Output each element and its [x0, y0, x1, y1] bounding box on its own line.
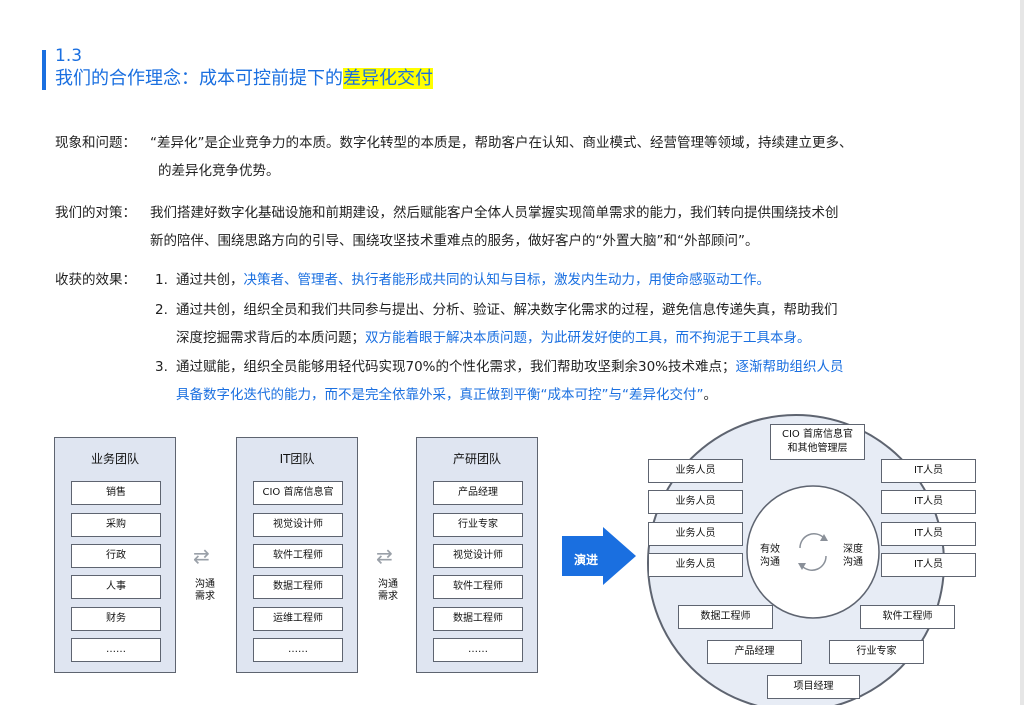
team-rnd-member: 软件工程师	[433, 575, 523, 599]
cycle-icon	[798, 533, 828, 571]
result-item3-line2-blue: 具备数字化迭代的能力，而不是完全依靠外采，真正做到平衡“成本可控”与“差异化交付…	[176, 387, 704, 403]
result-item2-line1: 通过共创，组织全员和我们共同参与提出、分析、验证、解决数字化需求的过程，避免信息…	[176, 302, 838, 318]
exchange-arrows-icon: ⇄	[376, 544, 393, 568]
team-rnd: 产研团队 产品经理 行业专家 视觉设计师 软件工程师 数据工程师 ……	[416, 437, 538, 673]
team-rnd-member: 数据工程师	[433, 607, 523, 631]
comm2-line1: 沟通	[378, 579, 398, 590]
business-staff-box: 业务人员	[648, 490, 743, 514]
team-rnd-member: 行业专家	[433, 513, 523, 537]
page-edge	[1020, 0, 1024, 705]
team-it-member: CIO 首席信息官	[253, 481, 343, 505]
section-accent-bar	[42, 50, 46, 90]
cio-box: CIO 首席信息官和其他管理层	[770, 424, 865, 460]
team-business-member: 财务	[71, 607, 161, 631]
evolve-label: 演进	[574, 553, 599, 567]
inner-left-line2: 沟通	[760, 557, 780, 568]
team-business-title: 业务团队	[90, 452, 139, 466]
result-item3-line2-end: 。	[703, 387, 717, 403]
team-it-member: 数据工程师	[253, 575, 343, 599]
comm1-line1: 沟通	[195, 579, 215, 590]
team-it-member: ……	[253, 638, 343, 662]
result-item2-line2-blue: 双方能着眼于解决本质问题，为此研发好使的工具，而不拘泥于工具本身。	[365, 330, 811, 346]
it-staff-box: IT人员	[881, 553, 976, 577]
it-staff-box: IT人员	[881, 459, 976, 483]
team-rnd-member: ……	[433, 638, 523, 662]
cio-line1: CIO 首席信息官	[782, 429, 853, 440]
team-it-member: 软件工程师	[253, 544, 343, 568]
section-number: 1.3	[55, 46, 83, 66]
industry-expert-box: 行业专家	[829, 640, 924, 664]
result-item2-line2-black: 深度挖掘需求背后的本质问题；	[176, 330, 365, 346]
project-manager-box: 项目经理	[767, 675, 860, 699]
phenomenon-label: 现象和问题：	[55, 135, 136, 151]
data-engineer-box: 数据工程师	[678, 605, 773, 629]
section-title-highlight: 差异化交付	[343, 68, 433, 89]
product-manager-box: 产品经理	[707, 640, 802, 664]
result-item2-num: 2.	[155, 302, 168, 318]
strategy-line2: 新的陪伴、围绕思路方向的引导、围绕攻坚技术重难点的服务，做好客户的“外置大脑”和…	[150, 233, 759, 249]
business-staff-box: 业务人员	[648, 553, 743, 577]
comm-label-2: 沟通需求	[378, 579, 398, 603]
business-staff-box: 业务人员	[648, 459, 743, 483]
results-label: 收获的效果：	[55, 272, 136, 288]
result-item3-line1-blue: 逐渐帮助组织人员	[735, 359, 844, 375]
team-business-member: 采购	[71, 513, 161, 537]
cio-line2: 和其他管理层	[787, 443, 848, 454]
comm2-line2: 需求	[378, 591, 398, 602]
team-it-title: IT团队	[279, 452, 315, 466]
team-business-member: ……	[71, 638, 161, 662]
result-item1-num: 1.	[155, 272, 168, 288]
section-title: 我们的合作理念：成本可控前提下的差异化交付	[55, 67, 433, 91]
team-it-member: 运维工程师	[253, 607, 343, 631]
it-staff-box: IT人员	[881, 522, 976, 546]
result-item1: 通过共创，决策者、管理者、执行者能形成共同的认知与目标，激发内生动力，用使命感驱…	[176, 266, 770, 294]
team-rnd-member: 视觉设计师	[433, 544, 523, 568]
result-item3-line1-black: 通过赋能，组织全员能够用轻代码实现70%的个性化需求，我们帮助攻坚剩余30%技术…	[176, 359, 736, 375]
result-item1-black: 通过共创，	[176, 272, 244, 288]
phenomenon-line2: 的差异化竞争优势。	[158, 163, 280, 179]
result-item1-blue: 决策者、管理者、执行者能形成共同的认知与目标，激发内生动力，用使命感驱动工作。	[243, 272, 771, 288]
inner-right-line1: 深度	[843, 544, 863, 555]
comm-label-1: 沟通需求	[195, 579, 215, 603]
result-item3-line2: 具备数字化迭代的能力，而不是完全依靠外采，真正做到平衡“成本可控”与“差异化交付…	[176, 381, 717, 409]
inner-right-label: 深度沟通	[843, 543, 863, 569]
phenomenon-line1: “差异化”是企业竞争力的本质。数字化转型的本质是，帮助客户在认知、商业模式、经营…	[150, 135, 853, 151]
inner-right-line2: 沟通	[843, 557, 863, 568]
inner-left-line1: 有效	[760, 544, 780, 555]
result-item3-line1: 通过赋能，组织全员能够用轻代码实现70%的个性化需求，我们帮助攻坚剩余30%技术…	[176, 353, 844, 381]
software-engineer-box: 软件工程师	[860, 605, 955, 629]
comm1-line2: 需求	[195, 591, 215, 602]
team-business: 业务团队 销售 采购 行政 人事 财务 ……	[54, 437, 176, 673]
result-item2-line2: 深度挖掘需求背后的本质问题；双方能着眼于解决本质问题，为此研发好使的工具，而不拘…	[176, 324, 811, 352]
team-business-member: 行政	[71, 544, 161, 568]
strategy-line1: 我们搭建好数字化基础设施和前期建设，然后赋能客户全体人员掌握实现简单需求的能力，…	[150, 205, 839, 221]
team-it: IT团队 CIO 首席信息官 视觉设计师 软件工程师 数据工程师 运维工程师 ……	[236, 437, 358, 673]
inner-left-label: 有效沟通	[760, 543, 780, 569]
team-rnd-member: 产品经理	[433, 481, 523, 505]
inner-circle	[746, 485, 880, 619]
team-it-member: 视觉设计师	[253, 513, 343, 537]
it-staff-box: IT人员	[881, 490, 976, 514]
team-business-member: 人事	[71, 575, 161, 599]
team-rnd-title: 产研团队	[452, 452, 501, 466]
result-item3-num: 3.	[155, 359, 168, 375]
exchange-arrows-icon: ⇄	[193, 544, 210, 568]
section-title-main: 我们的合作理念：成本可控前提下的	[55, 68, 343, 89]
business-staff-box: 业务人员	[648, 522, 743, 546]
team-business-member: 销售	[71, 481, 161, 505]
strategy-label: 我们的对策：	[55, 205, 136, 221]
evolve-arrow-shape	[562, 527, 636, 585]
